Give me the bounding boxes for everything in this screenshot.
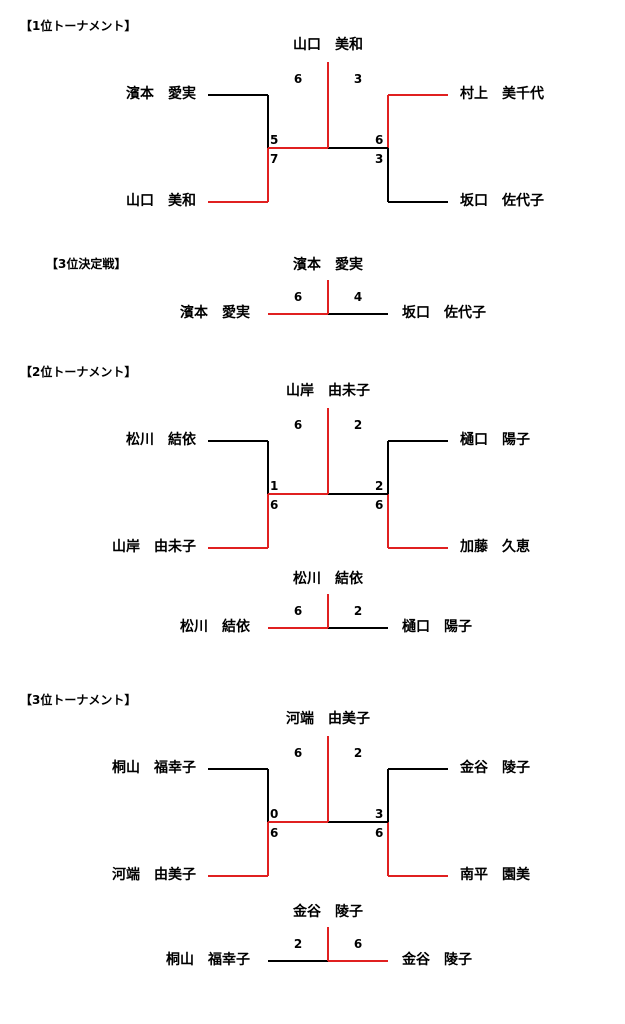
match-score-right: 4 (353, 290, 363, 304)
match-player-right: 坂口 佐代子 (402, 305, 486, 321)
final-score-right: 3 (353, 72, 363, 86)
match-score-left: 2 (293, 937, 303, 951)
player-name-right-bottom: 南平 園美 (460, 867, 530, 883)
match-champion-name: 濱本 愛実 (293, 257, 363, 273)
final-score-right: 2 (353, 746, 363, 760)
player-name-left-top: 濱本 愛実 (126, 86, 196, 102)
semifinal-score-left-bottom: 6 (270, 826, 279, 840)
player-name-left-bottom: 山口 美和 (126, 193, 196, 209)
player-name-left-top: 松川 結依 (126, 432, 196, 448)
match-title: 【3位決定戦】 (46, 257, 127, 271)
bracket-title: 【1位トーナメント】 (20, 19, 137, 33)
semifinal-score-right-bottom: 3 (375, 152, 384, 166)
champion-name: 河端 由美子 (286, 711, 370, 727)
match-player-left: 濱本 愛実 (180, 305, 250, 321)
semifinal-score-left-bottom: 7 (270, 152, 279, 166)
match-player-left: 桐山 福幸子 (166, 952, 250, 968)
player-name-left-top: 桐山 福幸子 (112, 760, 196, 776)
player-name-left-bottom: 河端 由美子 (112, 867, 196, 883)
semifinal-score-right-bottom: 6 (375, 826, 384, 840)
match-score-right: 2 (353, 604, 363, 618)
player-name-right-top: 樋口 陽子 (460, 432, 530, 448)
player-name-left-bottom: 山岸 由未子 (112, 539, 196, 555)
champion-name: 山岸 由未子 (286, 383, 370, 399)
player-name-right-top: 村上 美千代 (460, 86, 544, 102)
match-player-right: 金谷 陵子 (402, 952, 472, 968)
match-player-left: 松川 結依 (180, 619, 250, 635)
semifinal-score-right-top: 3 (375, 807, 384, 821)
player-name-right-bottom: 加藤 久恵 (460, 539, 530, 555)
final-score-left: 6 (293, 72, 303, 86)
match-score-right: 6 (353, 937, 363, 951)
semifinal-score-right-bottom: 6 (375, 498, 384, 512)
bracket-title: 【2位トーナメント】 (20, 365, 137, 379)
player-name-right-top: 金谷 陵子 (460, 760, 530, 776)
final-score-right: 2 (353, 418, 363, 432)
semifinal-score-right-top: 6 (375, 133, 384, 147)
semifinal-score-left-bottom: 6 (270, 498, 279, 512)
match-champion-name: 金谷 陵子 (293, 904, 363, 920)
semifinal-score-left-top: 1 (270, 479, 279, 493)
bracket-title: 【3位トーナメント】 (20, 693, 137, 707)
match-score-left: 6 (293, 604, 303, 618)
match-score-left: 6 (293, 290, 303, 304)
final-score-left: 6 (293, 418, 303, 432)
final-score-left: 6 (293, 746, 303, 760)
champion-name: 山口 美和 (293, 37, 363, 53)
match-champion-name: 松川 結依 (293, 571, 363, 587)
match-player-right: 樋口 陽子 (402, 619, 472, 635)
semifinal-score-left-top: 0 (270, 807, 279, 821)
semifinal-score-right-top: 2 (375, 479, 384, 493)
semifinal-score-left-top: 5 (270, 133, 279, 147)
player-name-right-bottom: 坂口 佐代子 (460, 193, 544, 209)
